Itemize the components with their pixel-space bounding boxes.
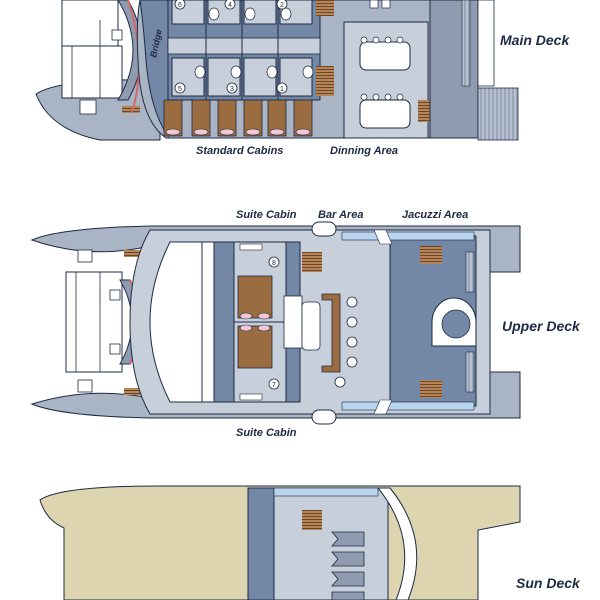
- jacuzzi-door: [373, 229, 393, 245]
- main-deck-stairs-upper: [316, 0, 334, 16]
- bar-area-life-ring: [311, 409, 337, 425]
- cabin-number-6: 6: [178, 2, 182, 9]
- main-deck-upper-pontoon: [61, 0, 119, 47]
- jacuzzi-window-top: [341, 231, 475, 241]
- suite-pillow: [239, 324, 253, 332]
- main-deck-stairs-lower: [316, 66, 334, 96]
- suite-bed-bottom: [237, 325, 273, 369]
- main-deck-stern-platform: [477, 87, 519, 141]
- cabin-number-1: 1: [280, 86, 284, 93]
- dining-area-label: Dinning Area: [330, 145, 398, 157]
- suite-closet: [239, 243, 263, 251]
- jacuzzi-area-label: Jacuzzi Area: [402, 209, 468, 221]
- sun-loungers: [331, 531, 365, 600]
- cabin-corridor: [167, 37, 321, 55]
- bar-counter: [321, 293, 341, 373]
- cabin-numbers-main: 6 4 2 5 3 1: [174, 0, 288, 94]
- cabin-number-5: 5: [178, 86, 182, 93]
- jacuzzi-rail: [465, 251, 475, 293]
- bar-area-life-ring: [311, 221, 337, 237]
- jacuzzi-lounger: [420, 246, 442, 264]
- bar-stools: [334, 296, 358, 388]
- upper-deck-hatch: [77, 379, 93, 393]
- cabin-number-8: 8: [272, 260, 276, 267]
- upper-deck-title: Upper Deck: [502, 318, 581, 334]
- suite-cabin-top-label: Suite Cabin: [236, 209, 297, 221]
- cabin-number-3: 3: [230, 86, 234, 93]
- upper-deck-vent: [124, 388, 142, 395]
- standard-cabins-label: Standard Cabins: [196, 145, 283, 157]
- main-deck-stern-white: [477, 0, 495, 87]
- jacuzzi-lounger: [420, 380, 442, 398]
- jacuzzi-window-bottom: [341, 401, 475, 411]
- jacuzzi-door: [373, 399, 393, 415]
- upper-deck-salon-strip: [201, 241, 215, 403]
- main-deck-hatch: [79, 99, 97, 115]
- upper-deck-window: [109, 289, 121, 301]
- sun-deck-aft-curve: [376, 487, 418, 600]
- suite-pillow: [239, 312, 253, 320]
- upper-deck-vent: [124, 250, 142, 257]
- suite-bathroom: [283, 295, 303, 349]
- sun-deck: Sun Deck: [39, 485, 581, 600]
- main-deck-window: [111, 29, 123, 41]
- dining-tables: [359, 0, 411, 129]
- main-deck-vent: [122, 106, 140, 113]
- sun-deck-stairs: [302, 510, 322, 530]
- upper-deck-bow-structure: [65, 271, 123, 373]
- upper-deck-window: [109, 343, 121, 355]
- sun-deck-side-panel: [247, 487, 275, 600]
- upper-deck: 8 7 Suite Cabin Bar Area Jacuzzi Are: [30, 209, 581, 439]
- sun-deck-window: [273, 487, 379, 497]
- bar-stairs: [302, 252, 322, 272]
- bar-area-label: Bar Area: [318, 209, 363, 221]
- suite-cabin-bottom-label: Suite Cabin: [236, 427, 297, 439]
- lower-bathrooms: [171, 57, 314, 97]
- jacuzzi-rail: [465, 351, 475, 393]
- cabin-number-2: 2: [280, 2, 284, 9]
- sun-deck-title: Sun Deck: [516, 575, 581, 591]
- main-deck: Bridge: [35, 0, 570, 157]
- cabin-number-badge: [268, 256, 280, 268]
- cabin-number-4: 4: [228, 2, 232, 9]
- bar-sink: [301, 301, 321, 351]
- main-deck-bow-structure: [61, 45, 123, 99]
- jacuzzi-water: [441, 309, 471, 339]
- suite-bed-top: [237, 275, 273, 319]
- cabin-number-badge: [268, 378, 280, 390]
- suite-pillow: [257, 324, 271, 332]
- suite-closet: [239, 393, 263, 401]
- main-deck-aft-deck: [429, 0, 479, 139]
- upper-deck-salon: [149, 241, 215, 403]
- upper-deck-hatch: [77, 249, 93, 263]
- main-deck-aft-rail: [461, 0, 471, 87]
- standard-cabin-beds: [163, 99, 313, 137]
- cabin-number-7: 7: [272, 382, 276, 389]
- suite-pillow: [257, 312, 271, 320]
- main-deck-title: Main Deck: [500, 32, 570, 48]
